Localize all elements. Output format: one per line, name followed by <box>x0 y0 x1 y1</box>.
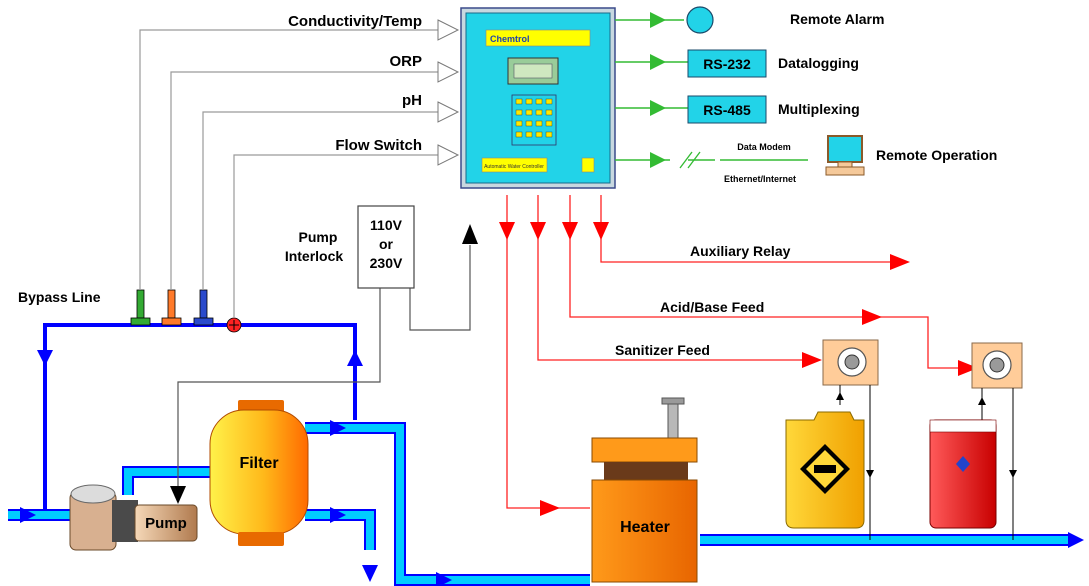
flow-switch-sensor <box>226 317 242 333</box>
voltage-label-1: 110V <box>370 217 403 233</box>
controller-unit: Chemtrol Automatic Water Controller <box>460 7 616 189</box>
output-label-remote-operation: Remote Operation <box>876 147 997 163</box>
controller-subtitle: Automatic Water Controller <box>484 164 544 170</box>
acid-container <box>929 419 997 529</box>
modem-break <box>679 151 701 169</box>
voltage-box <box>357 205 415 289</box>
voltage-label-2: or <box>379 236 394 252</box>
outlet-flow-arrow <box>1068 532 1084 548</box>
output-signal-arrows <box>650 12 666 168</box>
bypass-down-arrow <box>37 350 53 366</box>
filter-out-flow-arrow <box>330 420 346 436</box>
relay-arrows <box>499 222 978 516</box>
relay-lines <box>506 195 980 509</box>
rs485-box <box>687 95 767 124</box>
output-label-data-modem: Data Modem <box>737 142 791 152</box>
waste-flow-arrow <box>330 507 346 523</box>
heater-in-flow-arrow <box>436 572 452 586</box>
relay-label-auxiliary: Auxiliary Relay <box>690 243 791 259</box>
pump-label: Pump <box>145 515 187 532</box>
relay-label-sanitizer: Sanitizer Feed <box>615 342 710 358</box>
rs232-label: RS-232 <box>703 56 751 72</box>
computer-icon <box>825 135 865 176</box>
controller-brand: Chemtrol <box>490 34 530 44</box>
interlock-label-1: Pump <box>299 229 338 245</box>
pump-unit <box>69 484 198 551</box>
bypass-up-arrow <box>347 350 363 366</box>
input-label-orp: ORP <box>389 53 422 70</box>
rs485-label: RS-485 <box>703 102 751 118</box>
output-label-remote-alarm: Remote Alarm <box>790 11 884 27</box>
inlet-flow-arrow <box>20 507 36 523</box>
water-pipes <box>8 422 1070 586</box>
aux-relay-arrow <box>890 254 910 270</box>
interlock-up-arrow <box>462 224 478 244</box>
water-flow-arrows <box>20 420 1084 586</box>
ph-input-arrow <box>437 101 460 123</box>
sanitizer-arrow <box>802 352 822 368</box>
filter-tank <box>209 400 309 546</box>
filter-label: Filter <box>239 455 278 472</box>
sensor-input-arrows <box>437 19 460 166</box>
conductivity-probe <box>130 289 151 326</box>
interlock-label-2: Interlock <box>285 248 344 264</box>
orp-input-arrow <box>437 61 460 83</box>
bypass-line-label: Bypass Line <box>18 289 101 305</box>
heater-unit <box>591 397 698 583</box>
orp-probe <box>161 289 182 326</box>
bypass-arrows <box>37 350 363 366</box>
controller-keypad <box>511 94 557 146</box>
output-label-multiplexing: Multiplexing <box>778 101 860 117</box>
sanitizer-feeder <box>822 339 879 540</box>
sensor-wires <box>139 29 440 318</box>
heater-relay-arrow <box>540 500 560 516</box>
ph-probe <box>193 289 214 326</box>
relay-label-acid-base: Acid/Base Feed <box>660 299 764 315</box>
heater-label: Heater <box>620 519 670 536</box>
acid-base-arrow-2 <box>958 360 978 376</box>
rs232-box <box>687 49 767 78</box>
sensor-probes <box>130 289 242 333</box>
interlock-wiring <box>177 245 471 488</box>
acid-base-arrow-1 <box>862 309 882 325</box>
output-label-ethernet: Ethernet/Internet <box>724 174 796 184</box>
sanitizer-container <box>785 411 865 529</box>
remote-alarm-indicator <box>686 6 714 34</box>
conductivity-input-arrow <box>437 19 460 41</box>
input-label-ph: pH <box>402 92 422 109</box>
acid-hazard-icon <box>956 456 970 472</box>
output-signal-lines <box>615 19 808 161</box>
input-label-flow-switch: Flow Switch <box>335 137 422 154</box>
drain-flow-arrow <box>362 565 378 582</box>
flow-switch-input-arrow <box>437 144 460 166</box>
acid-feeder <box>971 342 1023 540</box>
voltage-label-3: 230V <box>370 255 403 271</box>
output-label-datalogging: Datalogging <box>778 55 859 71</box>
input-label-conductivity: Conductivity/Temp <box>288 13 422 30</box>
interlock-down-arrow <box>170 486 186 504</box>
